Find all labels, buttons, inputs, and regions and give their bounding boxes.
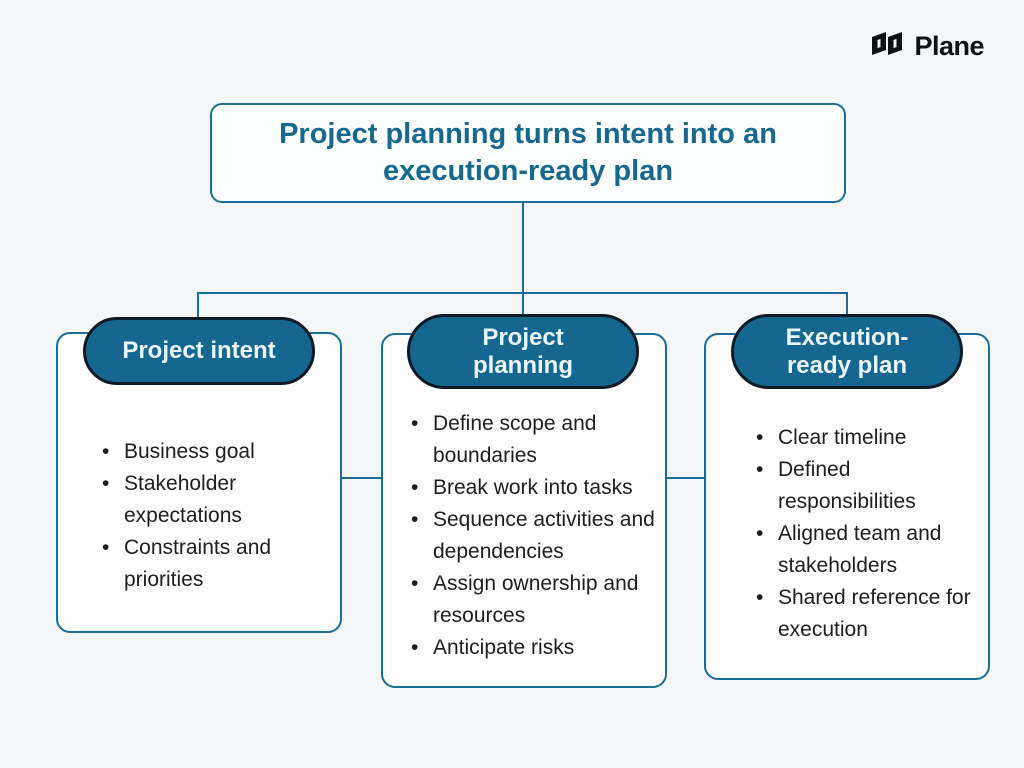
diagram-title: Project planning turns intent into an ex… — [279, 118, 777, 187]
node-header-label: Project intent — [122, 337, 276, 364]
node-header-label: Project planning — [473, 323, 573, 379]
bullet-item: Sequence activities and dependencies — [411, 504, 659, 568]
bullet-list-project-planning: Define scope and boundaries Break work i… — [411, 408, 659, 664]
bullet-item: Assign ownership and resources — [411, 568, 659, 632]
plane-logo-text: Plane — [914, 30, 984, 61]
bullet-item: Clear timeline — [756, 422, 982, 454]
bullet-item: Anticipate risks — [411, 632, 659, 664]
bullet-item: Defined responsibilities — [756, 454, 982, 518]
node-header-execution-ready-plan: Execution-ready plan — [731, 314, 963, 389]
bullet-item: Define scope and boundaries — [411, 408, 659, 472]
bullet-item: Shared reference for execution — [756, 582, 982, 646]
node-card-project-planning: Define scope and boundaries Break work i… — [381, 333, 667, 688]
plane-logo-icon — [869, 29, 907, 63]
bullet-list-execution-ready-plan: Clear timeline Defined responsibilities … — [756, 422, 982, 646]
bullet-item: Business goal — [102, 436, 330, 468]
bullet-item: Aligned team and stakeholders — [756, 518, 982, 582]
bullet-item: Stakeholder expectations — [102, 468, 330, 532]
bullet-item: Break work into tasks — [411, 472, 659, 504]
node-header-project-intent: Project intent — [83, 317, 315, 385]
bullet-item: Constraints and priorities — [102, 532, 330, 596]
title-node: Project planning turns intent into an ex… — [210, 103, 846, 203]
plane-logo: Plane — [869, 29, 984, 63]
bullet-list-project-intent: Business goal Stakeholder expectations C… — [102, 436, 330, 596]
node-card-execution-ready-plan: Clear timeline Defined responsibilities … — [704, 333, 990, 680]
node-header-project-planning: Project planning — [407, 314, 639, 389]
node-header-label: Execution-ready plan — [785, 323, 909, 379]
